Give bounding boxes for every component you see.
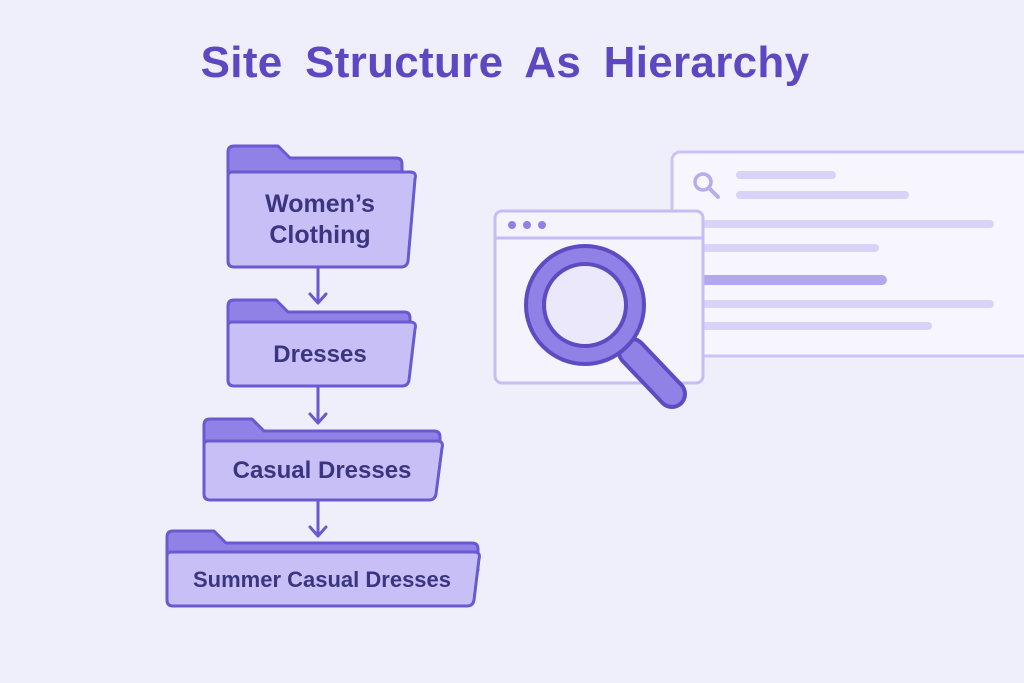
- hierarchy-level-3-label: Casual Dresses: [232, 457, 412, 484]
- folder-label-summer-casual-dresses: Summer Casual Dresses: [170, 555, 474, 604]
- hierarchy-level-2-label: Dresses: [273, 341, 367, 368]
- folder-label-womens-clothing: Women’s Clothing: [232, 176, 408, 264]
- hierarchy-level-1-label: Women’s Clothing: [265, 189, 375, 249]
- folder-label-casual-dresses: Casual Dresses: [206, 444, 438, 498]
- search-results-page-icon: [670, 150, 1024, 358]
- page-title: Site Structure As Hierarchy: [200, 38, 810, 87]
- magnifying-glass-icon: [524, 244, 687, 409]
- folder-summer-casual-dresses: [165, 529, 481, 608]
- arrow-connector: [308, 500, 328, 538]
- folder-label-dresses: Dresses: [232, 326, 408, 384]
- hierarchy-level-4-label: Summer Casual Dresses: [192, 566, 452, 592]
- folder-casual-dresses: [202, 417, 444, 502]
- folder-dresses: [226, 298, 417, 388]
- search-icon: [693, 172, 720, 199]
- arrow-connector: [308, 267, 328, 305]
- arrow-connector: [308, 386, 328, 425]
- folder-womens-clothing: [226, 144, 417, 269]
